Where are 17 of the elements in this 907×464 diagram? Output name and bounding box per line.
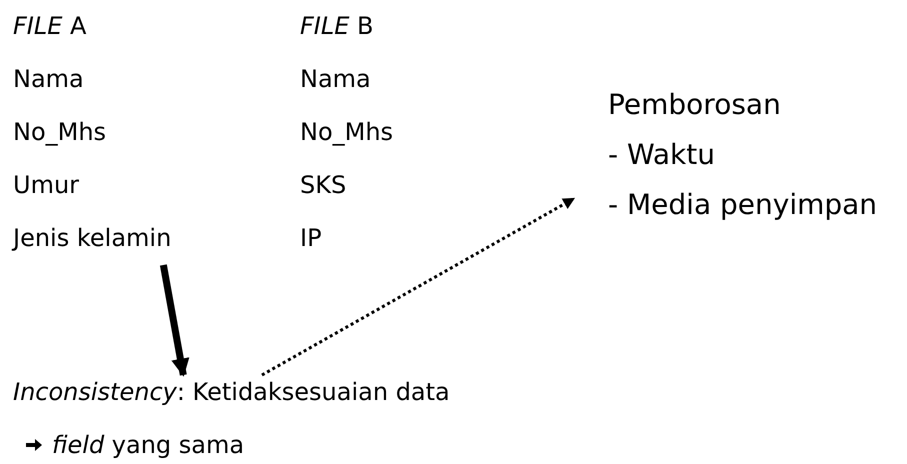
field-label: No_Mhs [300,118,394,146]
field-label: FILE B [300,12,374,40]
field-label: SKS [300,171,346,199]
node-text: Pemborosan [608,88,781,121]
node-text: Umur [13,171,80,199]
field-label: IP [300,224,322,252]
arrow [160,264,190,377]
node-text: - Waktu [608,138,715,171]
node-text: No_Mhs [13,118,106,146]
node-text: Nama [13,65,84,93]
note-text: field yang sama [52,430,244,461]
node-text: FILE A [13,12,86,40]
arrow [261,197,576,376]
node-text: - Media penyimpan [608,188,878,221]
node-text: Inconsistency: Ketidaksesuaian data [13,378,450,406]
field-label: Nama [300,65,371,93]
node-text: Jenis kelamin [13,224,172,252]
